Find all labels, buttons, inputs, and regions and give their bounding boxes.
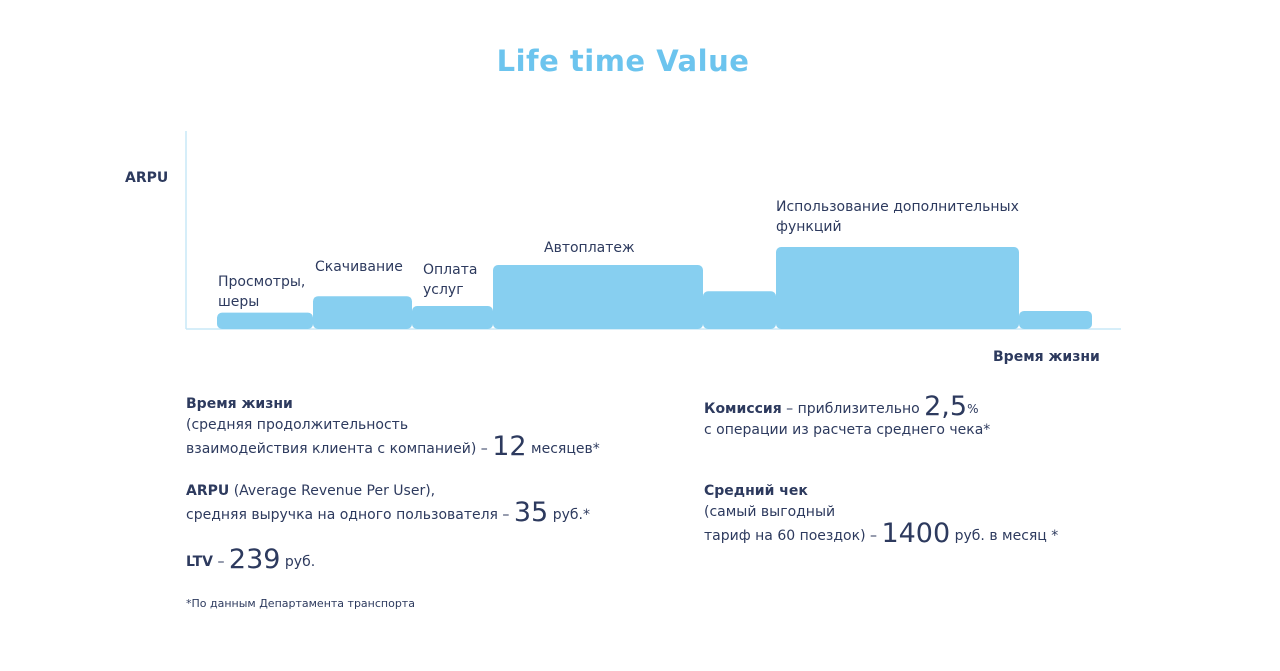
arpu-unit: руб.* — [552, 507, 590, 523]
footnote: *По данным Департамента транспорта — [186, 597, 415, 610]
avg-check-value: 1400 — [881, 518, 951, 549]
arpu-line2: средняя выручка на одного пользователя – — [186, 507, 510, 523]
ltv-dash: – — [217, 554, 225, 570]
bar-label-views: Просмотры, шеры — [218, 274, 306, 310]
bar-4 — [703, 291, 776, 329]
arpu-block: ARPU (Average Revenue Per User), средняя… — [186, 481, 590, 526]
commission-block: Комиссия – приблизительно 2,5% с операци… — [704, 393, 991, 441]
bar-5 — [776, 247, 1019, 329]
bar-label-download: Скачивание — [315, 259, 403, 275]
ltv-value: 239 — [228, 544, 281, 575]
commission-unit: % — [967, 402, 979, 416]
bar-2 — [412, 306, 493, 329]
arpu-line1: (Average Revenue Per User), — [233, 483, 436, 499]
lifetime-line1: (средняя продолжительность — [186, 417, 409, 433]
x-axis-label: Время жизни — [993, 349, 1100, 365]
bar-6 — [1019, 310, 1092, 329]
commission-text: – приблизительно — [786, 401, 920, 417]
commission-line2: с операции из расчета среднего чека* — [704, 422, 991, 438]
lifetime-unit: месяцев* — [531, 441, 600, 457]
arpu-value: 35 — [513, 497, 549, 528]
bar-label-payment: Оплата услуг — [423, 262, 478, 298]
lifetime-line2: взаимодействия клиента с компанией) – — [186, 441, 488, 457]
avg-check-line2: тариф на 60 поездок) – — [704, 528, 877, 544]
avg-check-heading: Средний чек — [704, 483, 808, 499]
ltv-block: LTV – 239 руб. — [186, 546, 316, 573]
y-axis-label: ARPU — [125, 170, 169, 186]
bar-label-autopay: Автоплатеж — [544, 240, 635, 256]
ltv-heading: LTV — [186, 554, 213, 570]
lifetime-block: Время жизни (средняя продолжительность в… — [186, 394, 600, 460]
bar-1 — [313, 296, 412, 329]
arpu-heading: ARPU — [186, 483, 230, 499]
bar-3 — [493, 265, 703, 329]
lifetime-heading: Время жизни — [186, 396, 293, 412]
avg-check-line1: (самый выгодный — [704, 504, 836, 520]
avg-check-block: Средний чек (самый выгодный тариф на 60 … — [704, 481, 1058, 547]
ltv-unit: руб. — [284, 554, 316, 570]
chart-title: Life time Value — [496, 44, 750, 78]
commission-value: 2,5 — [924, 391, 968, 422]
lifetime-value: 12 — [492, 431, 527, 462]
commission-heading: Комиссия — [704, 401, 782, 417]
bar-0 — [217, 312, 313, 329]
bar-label-extra-functions: Использование дополнительных функций — [776, 199, 1019, 235]
avg-check-unit: руб. в месяц * — [954, 528, 1059, 544]
